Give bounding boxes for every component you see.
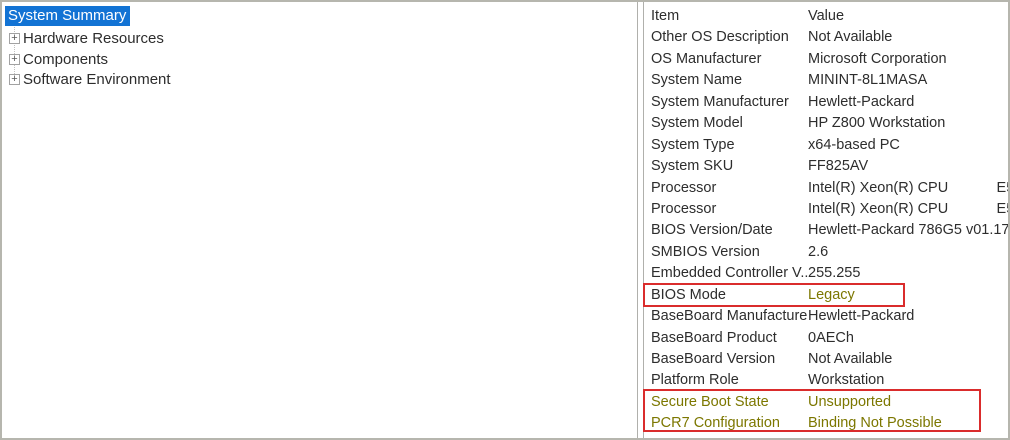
row-item: Other OS Description bbox=[651, 29, 789, 46]
row-item: SMBIOS Version bbox=[651, 243, 760, 260]
row-value: Intel(R) Xeon(R) CPU E5506 bbox=[808, 200, 1008, 217]
row-item: Processor bbox=[651, 200, 717, 217]
details-panel: Item Value Other OS Description Not Avai… bbox=[643, 2, 1008, 438]
row-item: Secure Boot State bbox=[651, 393, 769, 410]
tree-item-software-environment[interactable]: Software Environment bbox=[2, 70, 637, 91]
row-value: HP Z800 Workstation bbox=[808, 115, 946, 132]
table-row-pcr7-configuration[interactable]: PCR7 Configuration Binding Not Possible bbox=[651, 413, 1008, 434]
row-item: BaseBoard Product bbox=[651, 329, 777, 346]
row-value: x64-based PC bbox=[808, 136, 900, 153]
tree-item-components[interactable]: Components bbox=[2, 49, 637, 70]
row-item: Processor bbox=[651, 179, 717, 196]
row-value: Hewlett-Packard bbox=[808, 93, 915, 110]
table-row-bios-mode[interactable]: BIOS Mode Legacy bbox=[651, 285, 1008, 306]
tree-item-label[interactable]: Hardware Resources bbox=[23, 30, 164, 48]
row-item: System Model bbox=[651, 115, 743, 132]
row-value: Not Available bbox=[808, 351, 893, 367]
row-item: System SKU bbox=[651, 158, 734, 175]
column-header-row: Item Value bbox=[651, 6, 1008, 27]
table-row[interactable]: OS Manufacturer Microsoft Corporation bbox=[651, 49, 1008, 70]
tree-item-label-selected[interactable]: System Summary bbox=[5, 6, 131, 27]
tree-item-hardware-resources[interactable]: Hardware Resources bbox=[2, 29, 637, 50]
row-value: 0AECh bbox=[808, 329, 854, 346]
table-row[interactable]: BaseBoard Product 0AECh bbox=[651, 328, 1008, 349]
row-value: Binding Not Possible bbox=[808, 415, 942, 432]
row-value: MININT-8L1MASA bbox=[808, 72, 928, 89]
row-value: Workstation bbox=[808, 372, 885, 389]
row-item: PCR7 Configuration bbox=[651, 415, 780, 432]
table-row[interactable]: System Type x64-based PC bbox=[651, 135, 1008, 156]
expand-plus-icon[interactable] bbox=[9, 74, 20, 86]
row-value: FF825AV bbox=[808, 158, 869, 175]
row-item: System Type bbox=[651, 136, 735, 153]
row-value: Unsupported bbox=[808, 393, 892, 410]
row-item: System Name bbox=[651, 72, 743, 89]
row-value: Hewlett-Packard 786G5 v01.17, 8/ bbox=[808, 222, 1008, 239]
row-item: Embedded Controller V... bbox=[651, 265, 808, 282]
row-item: Platform Role bbox=[651, 372, 739, 389]
category-tree-panel: System Summary Hardware Resources Compon… bbox=[2, 2, 638, 438]
row-value: Intel(R) Xeon(R) CPU E5506 bbox=[808, 179, 1008, 196]
table-row[interactable]: System Name MININT-8L1MASA bbox=[651, 70, 1008, 91]
row-value: Microsoft Corporation bbox=[808, 50, 947, 67]
tree-item-label[interactable]: Components bbox=[23, 50, 109, 68]
column-header-item[interactable]: Item bbox=[651, 8, 680, 24]
row-value: 255.255 bbox=[808, 265, 861, 282]
row-value: Not Available bbox=[808, 29, 893, 46]
row-item: System Manufacturer bbox=[651, 93, 789, 110]
row-item: BaseBoard Version bbox=[651, 351, 776, 367]
table-row[interactable]: System SKU FF825AV bbox=[651, 156, 1008, 177]
row-item: BIOS Mode bbox=[651, 286, 726, 303]
row-value: Hewlett-Packard bbox=[808, 308, 915, 325]
tree-item-label[interactable]: Software Environment bbox=[23, 71, 171, 89]
table-row[interactable]: System Model HP Z800 Workstation bbox=[651, 113, 1008, 134]
row-value: Legacy bbox=[808, 286, 855, 303]
table-row[interactable]: BaseBoard Manufacturer Hewlett-Packard bbox=[651, 306, 1008, 327]
row-value: 2.6 bbox=[808, 243, 829, 260]
expand-plus-icon[interactable] bbox=[9, 33, 20, 45]
row-item: BIOS Version/Date bbox=[651, 222, 773, 239]
row-item: OS Manufacturer bbox=[651, 50, 762, 67]
table-row[interactable]: Other OS Description Not Available bbox=[651, 27, 1008, 48]
row-item: BaseBoard Manufacturer bbox=[651, 308, 808, 325]
table-row[interactable]: Platform Role Workstation bbox=[651, 370, 1008, 391]
column-header-value[interactable]: Value bbox=[808, 8, 845, 24]
table-row[interactable]: System Manufacturer Hewlett-Packard bbox=[651, 92, 1008, 113]
expand-plus-icon[interactable] bbox=[9, 53, 20, 65]
table-row[interactable]: BIOS Version/Date Hewlett-Packard 786G5 … bbox=[651, 220, 1008, 241]
table-row[interactable]: BaseBoard Version Not Available bbox=[651, 349, 1008, 370]
table-row[interactable]: Processor Intel(R) Xeon(R) CPU E5506 bbox=[651, 178, 1008, 199]
table-row-secure-boot-state[interactable]: Secure Boot State Unsupported bbox=[651, 392, 1008, 413]
table-row[interactable]: Embedded Controller V... 255.255 bbox=[651, 263, 1008, 284]
tree-item-system-summary[interactable]: System Summary bbox=[5, 6, 637, 27]
table-row[interactable]: SMBIOS Version 2.6 bbox=[651, 242, 1008, 263]
table-row[interactable]: Processor Intel(R) Xeon(R) CPU E5506 bbox=[651, 199, 1008, 220]
